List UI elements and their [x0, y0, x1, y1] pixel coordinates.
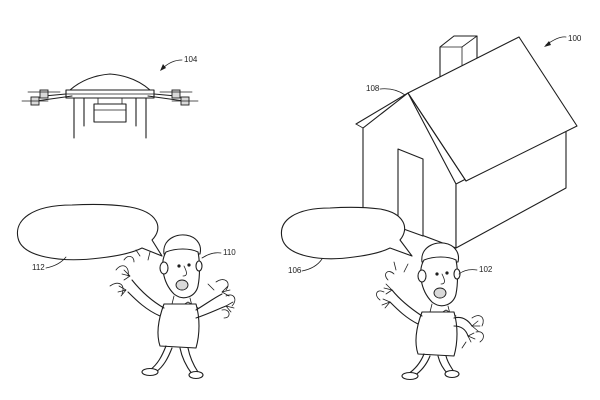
rotor-1-icon — [27, 89, 61, 99]
payload-box — [93, 103, 127, 123]
person-left-icon: 110 — [109, 234, 236, 380]
label-100: 100 — [568, 34, 582, 43]
label-110: 110 — [223, 248, 236, 257]
speech-bubble-left-icon: 112 — [16, 203, 163, 272]
person-right-icon: 102 — [376, 242, 493, 381]
arrow-104-icon — [160, 59, 183, 71]
label-106: 106 — [288, 266, 302, 275]
figure-reference: 100 — [544, 34, 582, 47]
label-108: 108 — [366, 84, 380, 93]
speech-bubble-right-icon: 106 — [280, 206, 413, 275]
drone-icon: 104 — [21, 55, 199, 139]
label-102: 102 — [479, 265, 493, 274]
label-104: 104 — [184, 55, 198, 64]
arrow-100-icon — [544, 36, 567, 47]
house-door — [397, 148, 424, 237]
house-icon: 108 — [355, 35, 578, 249]
rotor-3-icon — [21, 96, 49, 106]
rotor-4-icon — [171, 96, 199, 106]
rotor-2-icon — [159, 89, 193, 99]
label-112: 112 — [32, 263, 45, 272]
